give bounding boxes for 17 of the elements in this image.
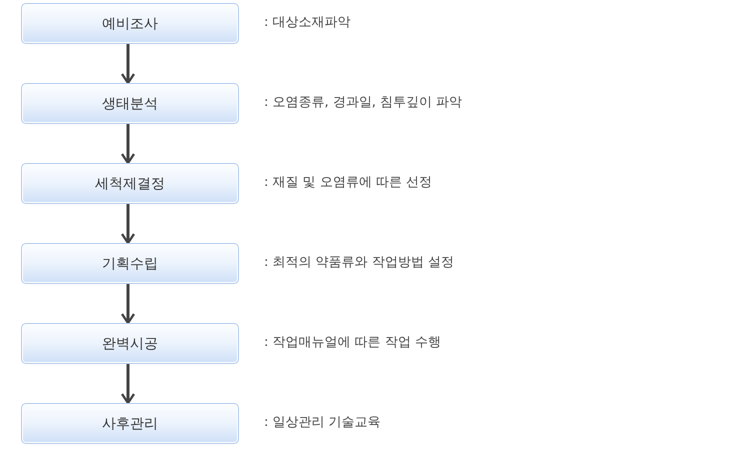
process-box: 기획수립 [21, 243, 239, 284]
process-box: 생태분석 [21, 83, 239, 124]
arrow [120, 364, 136, 404]
process-box: 사후관리 [21, 403, 239, 444]
description-text: : 최적의 약품류와 작업방법 설정 [264, 254, 454, 270]
process-box: 완벽시공 [21, 323, 239, 364]
process-box: 세척제결정 [21, 163, 239, 204]
arrow [120, 124, 136, 164]
arrow [120, 284, 136, 324]
description-text: : 일상관리 기술교육 [264, 414, 381, 430]
description-text: : 대상소재파악 [264, 14, 351, 30]
description-text: : 재질 및 오염류에 따른 선정 [264, 174, 432, 190]
arrow [120, 204, 136, 244]
description-text: : 오염종류, 경과일, 침투깊이 파악 [264, 94, 462, 110]
description-text: : 작업매뉴얼에 따른 작업 수행 [264, 334, 441, 350]
process-box: 예비조사 [21, 3, 239, 44]
arrow [120, 44, 136, 84]
